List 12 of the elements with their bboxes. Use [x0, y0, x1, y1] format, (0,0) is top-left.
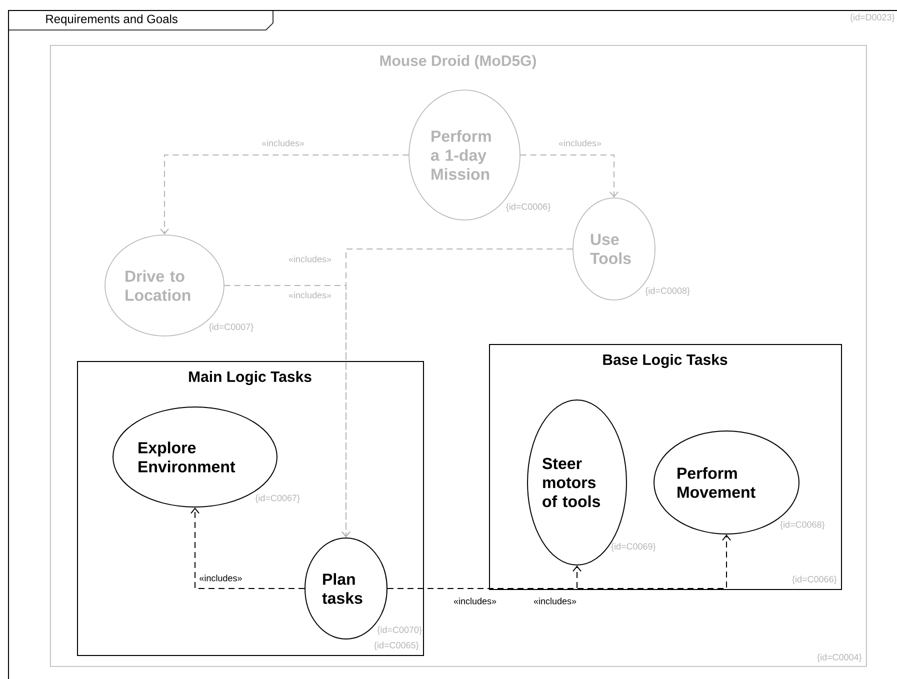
include-arrow — [190, 508, 305, 589]
edge-label: «includes» — [288, 254, 333, 264]
edge-label: «includes» — [260, 138, 306, 148]
edge-label: «includes» — [532, 596, 578, 606]
include-arrow — [387, 566, 582, 589]
edge-label: «includes» — [288, 290, 333, 300]
include-arrow — [224, 285, 350, 538]
include-arrow — [520, 154, 618, 198]
include-arrow — [160, 154, 410, 235]
edge-label: «includes» — [558, 138, 603, 148]
edge-label: «includes» — [452, 596, 498, 606]
edge-label: «includes» — [198, 574, 244, 582]
